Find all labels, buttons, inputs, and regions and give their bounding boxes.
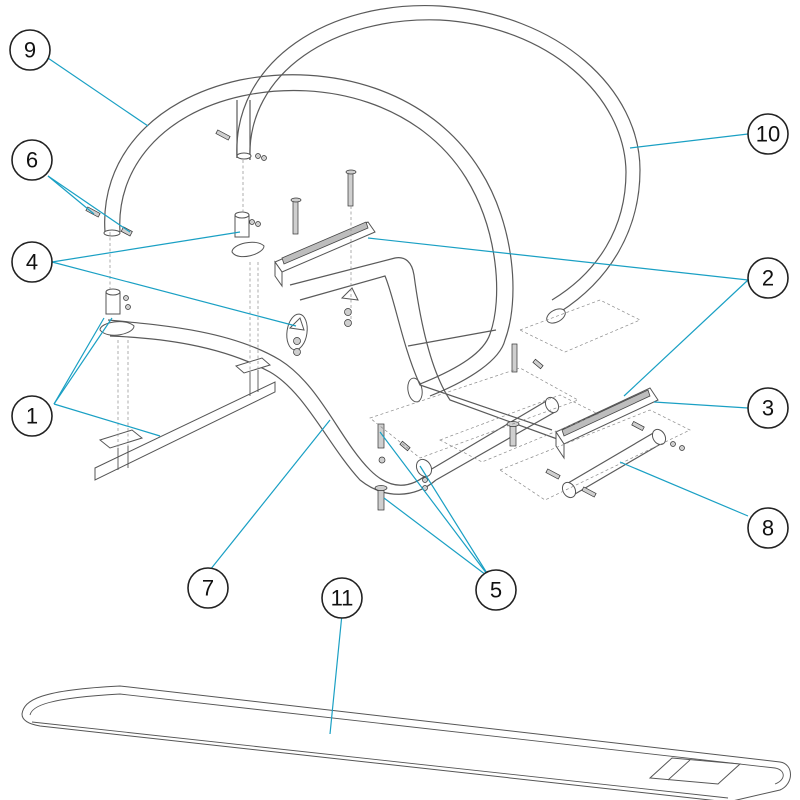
callout-11: 11 bbox=[321, 577, 363, 619]
callout-9: 9 bbox=[9, 29, 51, 71]
callout-3: 3 bbox=[747, 387, 789, 429]
callout-label: 1 bbox=[26, 404, 38, 429]
callout-label: 4 bbox=[26, 250, 38, 275]
bolt-set-6 bbox=[85, 129, 267, 310]
callout-8: 8 bbox=[747, 507, 789, 549]
diving-board-11 bbox=[21, 685, 791, 800]
alignment-guides bbox=[109, 160, 691, 501]
callout-5: 5 bbox=[475, 569, 517, 611]
callout-label: 11 bbox=[331, 586, 354, 611]
handrail-arch-10 bbox=[236, 5, 641, 324]
front-channel-bracket bbox=[94, 357, 276, 481]
fastener-cluster-4 bbox=[286, 169, 359, 356]
callout-label: 5 bbox=[490, 578, 502, 603]
rail-bracket-2 bbox=[274, 221, 659, 460]
callout-7: 7 bbox=[187, 567, 229, 609]
callout-label: 6 bbox=[26, 148, 38, 173]
crossbar-8 bbox=[561, 428, 667, 499]
anchor-bolts-5 bbox=[374, 343, 685, 511]
callout-1: 1 bbox=[11, 395, 53, 437]
callout-label: 7 bbox=[202, 576, 214, 601]
callout-4: 4 bbox=[11, 241, 53, 283]
post-socket-1 bbox=[99, 211, 265, 336]
callout-label: 9 bbox=[24, 38, 36, 63]
callout-label: 3 bbox=[762, 396, 774, 421]
leader-lines bbox=[41, 53, 749, 735]
callout-label: 8 bbox=[762, 516, 774, 541]
frame-tube-7 bbox=[107, 257, 561, 495]
callout-2: 2 bbox=[747, 257, 789, 299]
callout-10: 10 bbox=[747, 113, 789, 155]
callout-6: 6 bbox=[11, 139, 53, 181]
callout-label: 10 bbox=[756, 122, 780, 147]
handrail-arch-9 bbox=[103, 74, 514, 403]
callout-label: 2 bbox=[762, 266, 774, 291]
